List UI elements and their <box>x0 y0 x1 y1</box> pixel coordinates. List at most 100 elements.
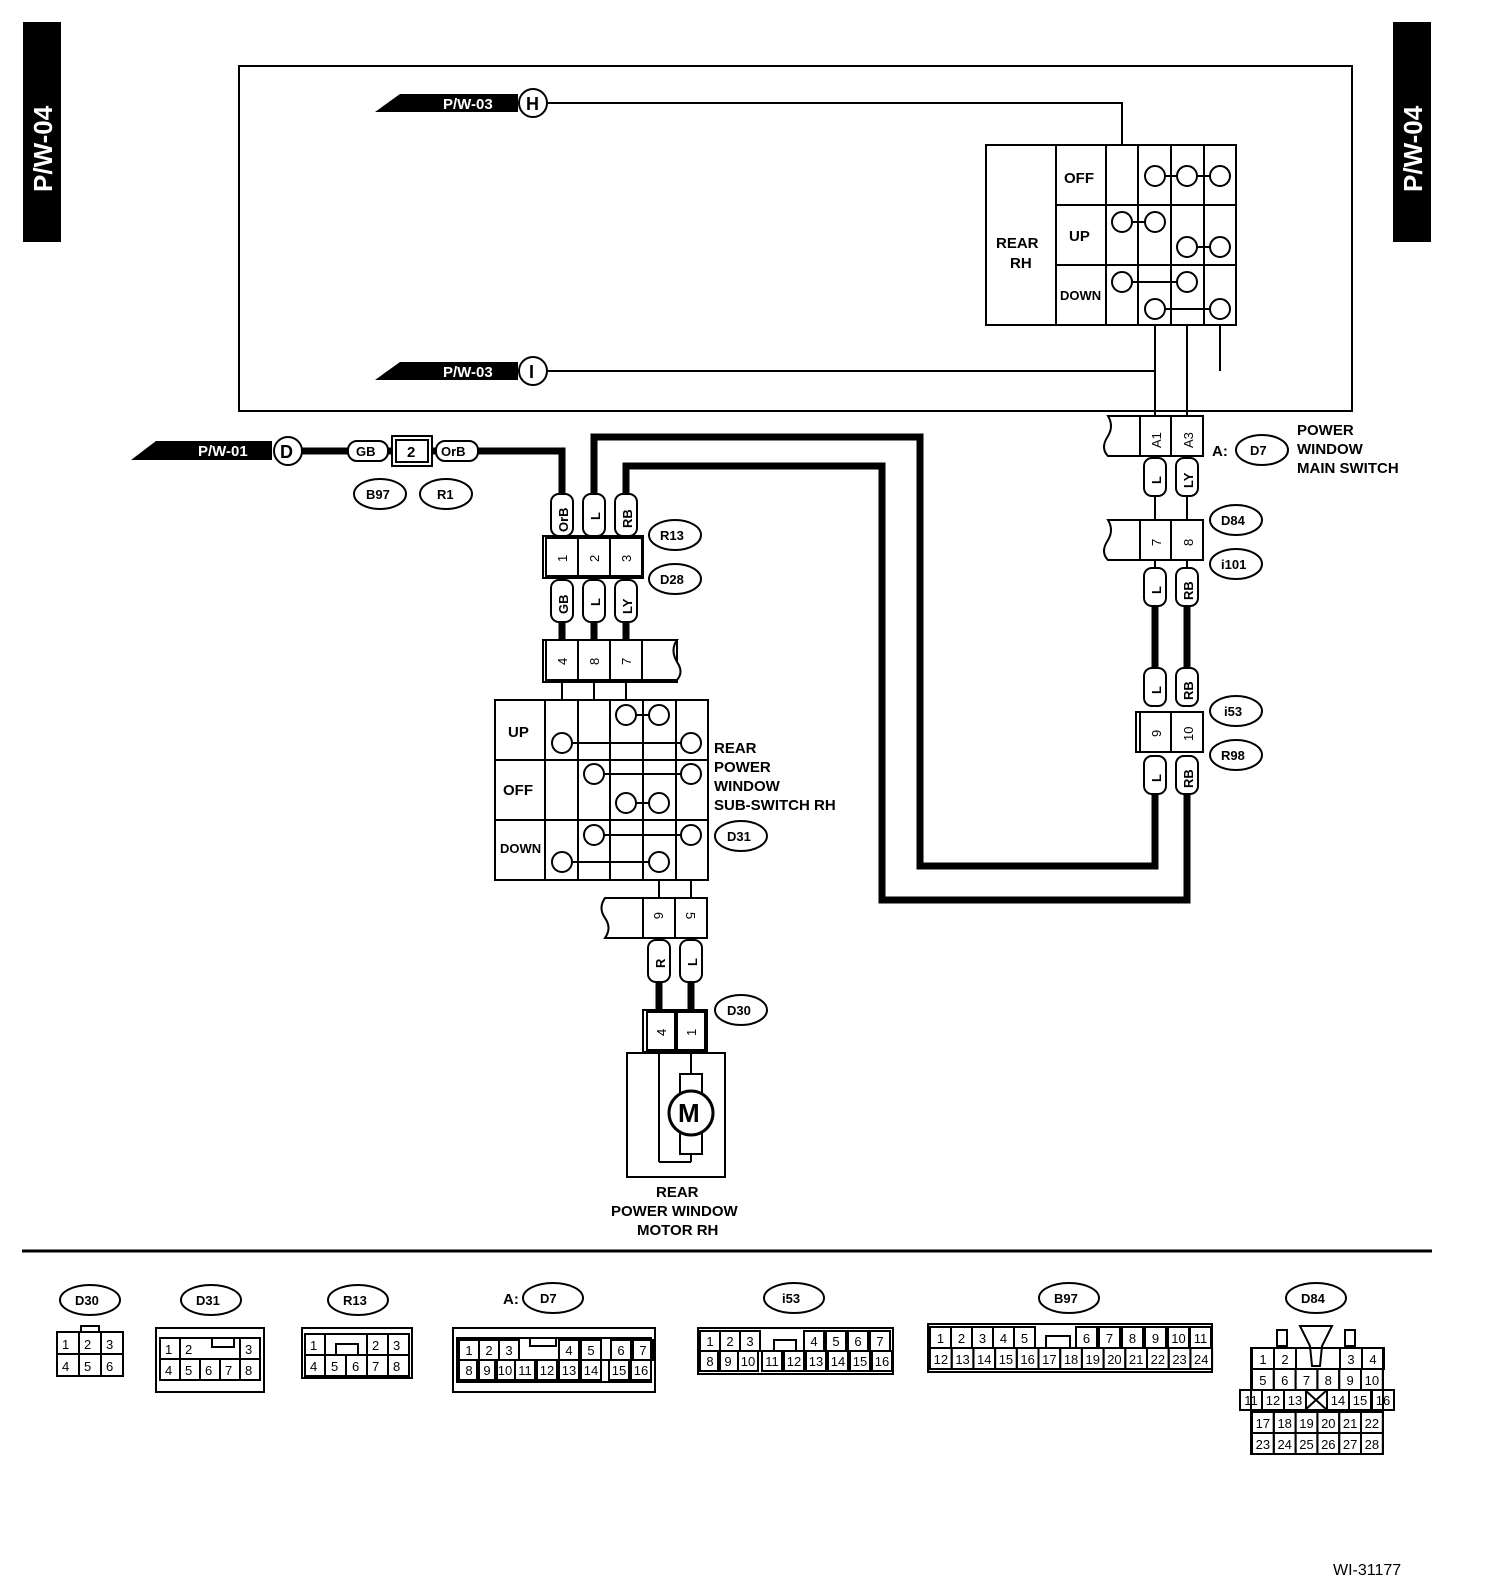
legend-d7-pin: 6 <box>617 1343 624 1358</box>
legend-b97-cell <box>1189 1347 1214 1370</box>
legend-b97-pin: 8 <box>1129 1331 1136 1346</box>
legend-i53-pin: 11 <box>765 1354 779 1369</box>
legend-i53-pin: 12 <box>787 1354 801 1369</box>
svg-text:4: 4 <box>62 1359 69 1374</box>
svg-text:7: 7 <box>225 1363 232 1378</box>
legend-i53-pin: 7 <box>876 1334 883 1349</box>
connector-d31-top: 4 8 7 <box>542 639 682 683</box>
legend-b97-pin: 6 <box>1083 1331 1090 1346</box>
motor: M <box>626 1052 726 1178</box>
svg-text:7: 7 <box>619 658 634 665</box>
svg-text:REAR: REAR <box>714 740 757 757</box>
legend-b97-pin: 10 <box>1171 1331 1185 1346</box>
legend-d31: D31 1 2 3 4 5 6 7 8 <box>155 1284 265 1393</box>
legend-d84-pin: 24 <box>1277 1437 1291 1452</box>
legend-d7-pin: 5 <box>587 1343 594 1358</box>
legend-i53-cell <box>737 1350 759 1372</box>
legend-b97-pin: 5 <box>1021 1331 1028 1346</box>
legend-i53-pin: 3 <box>746 1334 753 1349</box>
connector-d31-bottom: 6 5 <box>600 897 708 939</box>
legend-d7-pin: 3 <box>505 1343 512 1358</box>
svg-text:2: 2 <box>587 555 602 562</box>
svg-text:1: 1 <box>310 1338 317 1353</box>
svg-text:3: 3 <box>619 555 634 562</box>
svg-text:R: R <box>653 958 668 968</box>
legend-d84-pin: 19 <box>1299 1416 1313 1431</box>
legend-d84-pin: 26 <box>1321 1437 1335 1452</box>
svg-text:L: L <box>1149 476 1164 484</box>
legend-i53-pin: 8 <box>706 1354 713 1369</box>
svg-text:D: D <box>280 442 293 462</box>
connector-i53-r98: 9 10 i53 R98 <box>1135 695 1263 771</box>
connector-d30: 4 1 D30 <box>642 994 768 1053</box>
legend-b97-pin: 18 <box>1064 1352 1078 1367</box>
svg-text:R13: R13 <box>343 1293 367 1308</box>
wire-label-l-d28: L <box>582 579 606 623</box>
page-tab-right: P/W-04 <box>1393 22 1431 242</box>
page-tab-left-text: P/W-04 <box>28 105 58 192</box>
svg-text:6: 6 <box>106 1359 113 1374</box>
legend-d84: D84 <box>1239 1282 1395 1455</box>
legend-d84-pin: 21 <box>1343 1416 1357 1431</box>
svg-text:WINDOW: WINDOW <box>1297 441 1364 458</box>
legend-i53-cell <box>761 1350 783 1372</box>
legend-b97-pin: 21 <box>1129 1352 1143 1367</box>
legend-b97-pin: 11 <box>1194 1331 1208 1346</box>
legend-i53-pin: 13 <box>809 1354 823 1369</box>
svg-text:OrB: OrB <box>556 507 571 532</box>
legend-d84-pin: 22 <box>1365 1416 1379 1431</box>
svg-text:L: L <box>685 958 700 966</box>
svg-text:A:: A: <box>1212 443 1228 460</box>
legend-b97-pin: 22 <box>1151 1352 1165 1367</box>
svg-text:DOWN: DOWN <box>500 841 541 856</box>
svg-text:1: 1 <box>62 1337 69 1352</box>
svg-text:9: 9 <box>1149 730 1164 737</box>
svg-text:1: 1 <box>555 555 570 562</box>
svg-text:L: L <box>588 598 603 606</box>
legend-i53-pin: 5 <box>832 1334 839 1349</box>
svg-text:D30: D30 <box>75 1293 99 1308</box>
legend-r13: R13 1 2 3 4 5 6 7 8 <box>301 1284 413 1379</box>
legend-b97-pin: 19 <box>1086 1352 1100 1367</box>
svg-text:7: 7 <box>1149 539 1164 546</box>
svg-text:4: 4 <box>310 1359 317 1374</box>
wire-label-l-i53: L <box>1143 667 1167 707</box>
sub-switch-name: REAR POWER WINDOW SUB-SWITCH RH D31 <box>714 740 836 852</box>
wire-label-l-r13: L <box>582 493 606 537</box>
legend-d7-cell <box>476 1359 498 1381</box>
svg-text:A3: A3 <box>1181 432 1196 448</box>
legend-b97-pin: 3 <box>979 1331 986 1346</box>
legend-d84-pin: 16 <box>1376 1393 1390 1408</box>
legend-i53-cell <box>699 1350 721 1372</box>
legend-d84-pin: 20 <box>1321 1416 1335 1431</box>
svg-text:D31: D31 <box>196 1293 220 1308</box>
legend-d7-pin: 8 <box>465 1363 472 1378</box>
svg-text:REAR: REAR <box>656 1184 699 1201</box>
svg-text:GB: GB <box>356 444 376 459</box>
svg-text:2: 2 <box>407 444 415 461</box>
svg-text:i53: i53 <box>1224 704 1242 719</box>
sub-switch-table: UP OFF DOWN <box>494 699 709 881</box>
svg-text:i101: i101 <box>1221 557 1246 572</box>
legend-d84-pin: 13 <box>1288 1393 1302 1408</box>
legend-d7-pin: 9 <box>483 1363 490 1378</box>
legend-i53-cell <box>827 1350 849 1372</box>
svg-text:3: 3 <box>245 1342 252 1357</box>
svg-text:RB: RB <box>1181 769 1196 788</box>
connector-r13-d28: 1 2 3 R13 D28 <box>542 519 702 595</box>
legend-i53-pin: 6 <box>854 1334 861 1349</box>
legend-d7-pin: 15 <box>612 1363 626 1378</box>
page-tab-right-text: P/W-04 <box>1398 105 1428 192</box>
svg-text:L: L <box>1149 774 1164 782</box>
svg-text:R1: R1 <box>437 487 454 502</box>
ref-pw01-d: P/W-01 D <box>131 436 303 466</box>
svg-text:8: 8 <box>393 1359 400 1374</box>
legend-d84-pin: 7 <box>1303 1373 1310 1388</box>
svg-text:D84: D84 <box>1221 513 1246 528</box>
main-switch-enclosure <box>238 65 1353 412</box>
legend-i53-pin: 10 <box>741 1354 755 1369</box>
wire-label-r-d31: R <box>647 939 671 983</box>
legend-d84-pin: 27 <box>1343 1437 1357 1452</box>
legend-d84-pin: 23 <box>1256 1437 1270 1452</box>
